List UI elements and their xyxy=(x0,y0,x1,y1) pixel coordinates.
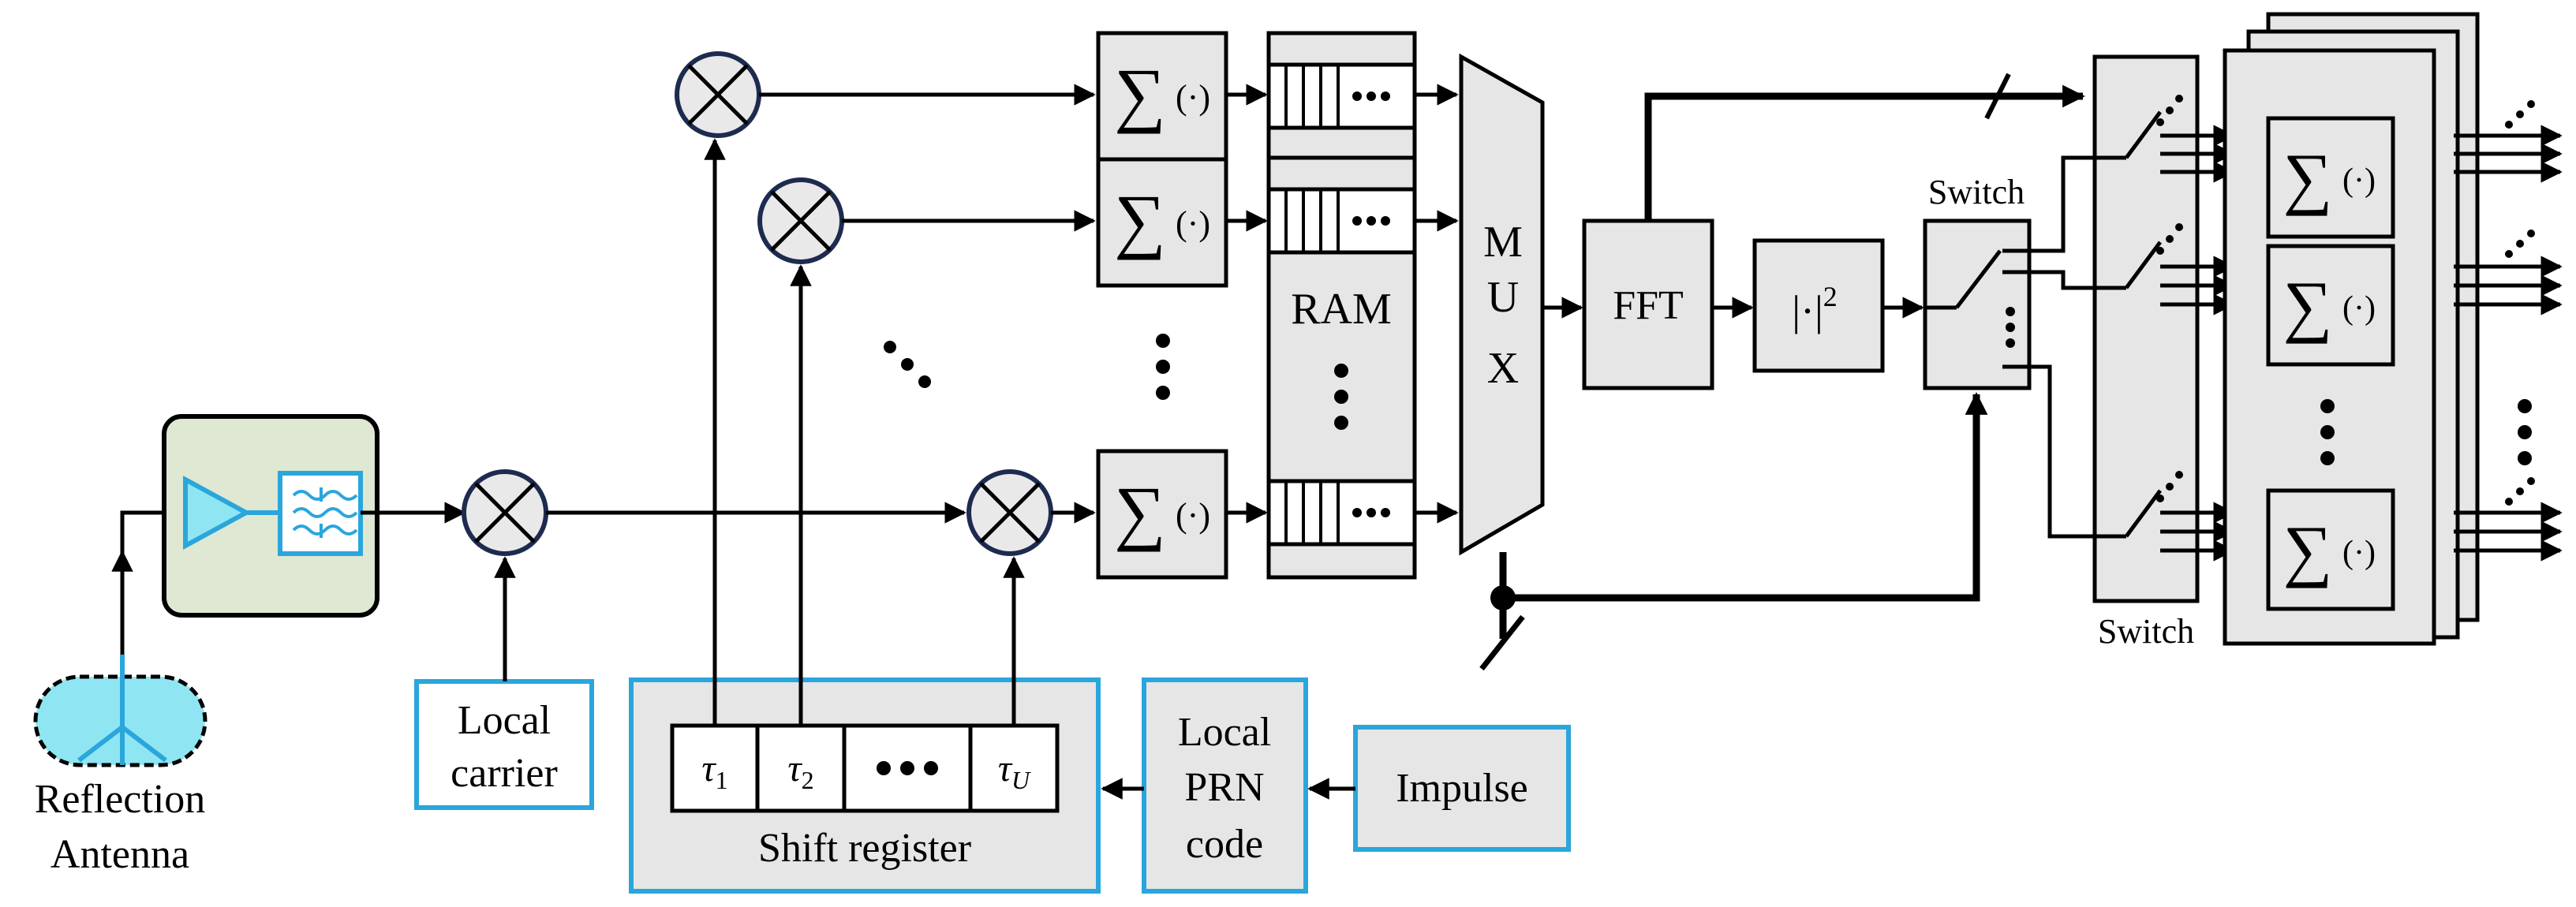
sum-arg: (·) xyxy=(2342,290,2376,327)
code-mixer-1 xyxy=(675,51,761,138)
tau-u-sub: U xyxy=(1011,766,1031,794)
local-carrier-line2: carrier xyxy=(451,751,558,796)
sum-symbol: ∑ xyxy=(1114,180,1166,260)
local-prn-line3: code xyxy=(1186,822,1263,867)
sum-arg: (·) xyxy=(1176,496,1210,535)
svg-text:τ1: τ1 xyxy=(701,748,727,794)
bank-accumulator-u: ∑ (·) xyxy=(2266,488,2395,611)
svg-text:|·|2: |·|2 xyxy=(1792,281,1838,334)
tau-2-sub: 2 xyxy=(802,766,814,794)
ram-label: RAM xyxy=(1291,285,1392,334)
switch-bank-2: Switch xyxy=(2092,54,2235,651)
bank-accumulator-ellipsis xyxy=(2320,399,2335,465)
bank-accumulator-2: ∑ (·) xyxy=(2266,244,2395,367)
impulse-label: Impulse xyxy=(1396,766,1528,811)
accumulator-u: ∑ (·) xyxy=(1096,449,1228,580)
bus-junction xyxy=(1490,585,1516,610)
switch-label-top: Switch xyxy=(1928,173,2025,211)
mixer-ellipsis xyxy=(884,341,931,388)
antenna-label-line1: Reflection xyxy=(35,777,206,822)
antenna-label-line2: Antenna xyxy=(50,832,189,877)
sum-symbol: ∑ xyxy=(1114,472,1166,552)
ram-ellipsis xyxy=(1334,364,1348,430)
tau-u: τ xyxy=(998,748,1013,789)
local-prn-line2: PRN xyxy=(1184,765,1264,810)
shift-register-block: τ1 τ2 τU Shift register xyxy=(629,677,1101,894)
code-mixer-2 xyxy=(757,177,844,264)
ram-row-u xyxy=(1266,479,1417,547)
local-carrier-block: Local carrier xyxy=(414,679,594,810)
accumulator-bank-stack: ∑ (·) ∑ (·) ∑ (·) xyxy=(2223,12,2480,646)
sum-symbol: ∑ xyxy=(2283,513,2333,589)
reflection-antenna: Reflection Antenna xyxy=(33,655,208,877)
bank-output-arrows xyxy=(2454,100,2563,562)
tau-1-sub: 1 xyxy=(716,766,728,794)
mux-letter-u: U xyxy=(1487,273,1519,322)
shift-register-label: Shift register xyxy=(758,826,971,871)
sum-arg: (·) xyxy=(2342,162,2376,199)
bank-accumulator-1: ∑ (·) xyxy=(2266,116,2395,239)
amplifier-icon xyxy=(183,475,252,551)
tau-2: τ xyxy=(787,748,802,789)
svg-text:τU: τU xyxy=(998,748,1031,794)
fft-block: FFT xyxy=(1582,218,1714,390)
ram-row-1 xyxy=(1266,62,1417,130)
local-carrier-line1: Local xyxy=(458,698,551,743)
mux-block: M U X xyxy=(1459,53,1545,556)
accumulator-ellipsis xyxy=(1156,334,1170,400)
code-mixer-u xyxy=(966,469,1053,556)
tau-1: τ xyxy=(701,748,716,789)
power-symbol: |·| xyxy=(1792,287,1823,334)
sum-arg: (·) xyxy=(2342,535,2376,571)
carrier-mixer xyxy=(462,469,548,556)
front-end-block xyxy=(162,414,379,618)
mux-letter-x: X xyxy=(1487,344,1519,393)
sum-arg: (·) xyxy=(1176,78,1210,117)
impulse-block: Impulse xyxy=(1353,725,1571,852)
fft-label: FFT xyxy=(1613,283,1684,328)
tap-cell-1 xyxy=(670,723,760,813)
local-prn-line1: Local xyxy=(1178,710,1271,755)
local-prn-code-block: Local PRN code xyxy=(1142,677,1308,894)
mux-letter-m: M xyxy=(1483,218,1523,267)
sum-symbol: ∑ xyxy=(2283,140,2333,217)
switch-label-bottom: Switch xyxy=(2098,612,2194,651)
svg-text:τ2: τ2 xyxy=(787,748,813,794)
switch-block-1: Switch xyxy=(1923,173,2032,390)
bandpass-filter-icon xyxy=(278,471,363,556)
accumulator-2: ∑ (·) xyxy=(1096,157,1228,288)
accumulator-1: ∑ (·) xyxy=(1096,31,1228,162)
sum-symbol: ∑ xyxy=(2283,268,2333,345)
ram-row-2 xyxy=(1266,187,1417,255)
power-exponent: 2 xyxy=(1823,281,1838,312)
ram-block: RAM xyxy=(1266,31,1417,580)
sum-symbol: ∑ xyxy=(1114,54,1166,134)
sum-arg: (·) xyxy=(1176,204,1210,243)
power-detector-block: |·|2 xyxy=(1752,238,1885,373)
